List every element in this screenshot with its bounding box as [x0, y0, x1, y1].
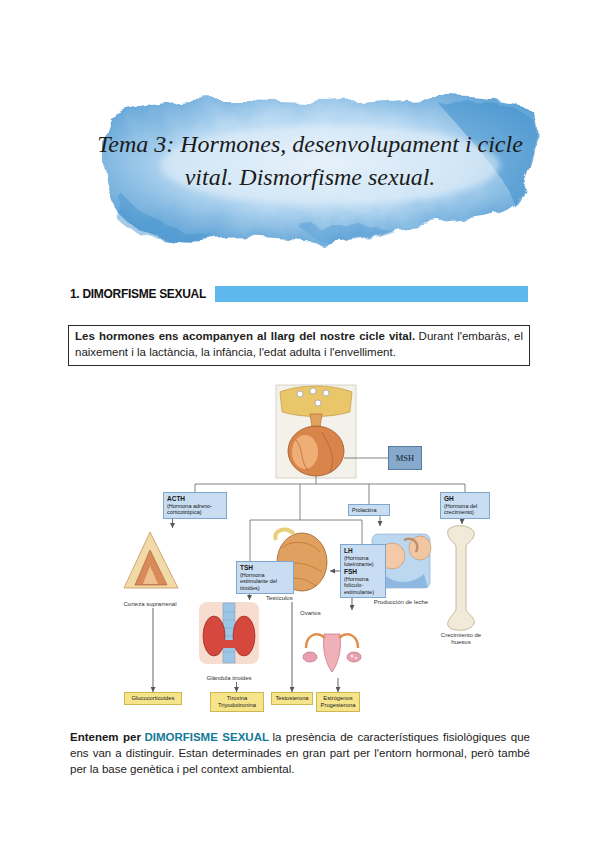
node-text: Triyodotironina	[213, 702, 261, 709]
ovary-illustration	[303, 634, 361, 672]
node-text: GH	[444, 495, 486, 503]
node-text: Crecimiento de huesos	[438, 632, 484, 646]
pituitary-illustration	[276, 385, 356, 478]
connector-arrow	[249, 594, 250, 600]
node-text: Progesterona	[319, 702, 357, 709]
node-text: (Hormona estimulante del tiroides)	[240, 572, 290, 591]
node-text: Corteza suprarrenal	[118, 601, 182, 608]
connector-arrow	[172, 519, 173, 528]
paragraph-lead: Entenem per	[70, 731, 141, 743]
node-text: (Hormona folículo-estimulante)	[344, 576, 382, 595]
highlighted-term: DIMORFISME SEXUAL	[144, 731, 269, 743]
connector-arrow	[352, 598, 353, 610]
paragraph: Entenem perDIMORFISME SEXUALla presència…	[70, 729, 530, 777]
node-text: ACTH	[167, 495, 223, 503]
node-text: LH	[344, 547, 382, 555]
organ-panel: Ovarios	[300, 610, 364, 678]
node-text: Ovarios	[300, 610, 364, 617]
product-box: TiroxinaTriyodotironina	[210, 692, 264, 712]
organ-panel: Corteza suprarrenal	[118, 528, 182, 608]
node-text: (Hormona del crecimiento)	[444, 503, 486, 516]
organ-panel: Glándula tiroides	[195, 600, 263, 682]
text-box: Les hormones ens acompanyen al llarg del…	[68, 325, 530, 366]
hormone-box: GH(Hormona del crecimiento)	[440, 492, 490, 519]
node-text: Estrógenos	[319, 695, 357, 702]
section-bar	[215, 286, 528, 302]
node-text: Les hormones ens acompanyen al llarg del…	[75, 330, 415, 342]
connector-arrow	[153, 608, 154, 692]
bone-illustration	[448, 526, 475, 631]
connector-arrow	[462, 519, 463, 524]
node-text: Testículos	[266, 595, 330, 602]
hormone-box: MSH	[388, 446, 422, 470]
product-box: Testosterona	[271, 692, 313, 705]
hormone-box: LH(Hormona luteinizante)FSH(Hormona folí…	[340, 544, 386, 598]
node-text: Prolactina	[352, 507, 386, 513]
node-text: MSH	[396, 453, 414, 463]
adrenal-illustration	[124, 532, 178, 588]
page-title: Tema 3: Hormones, desenvolupament i cicl…	[95, 128, 525, 194]
organ-panel: Crecimiento de huesos	[438, 524, 484, 646]
node-text: (Hormona luteinizante)	[344, 555, 382, 568]
node-text: Testosterona	[274, 695, 310, 702]
node-text: Glándula tiroides	[195, 675, 263, 682]
thyroid-illustration	[199, 602, 259, 664]
product-box: EstrógenosProgesterona	[316, 692, 360, 712]
hormone-box: TSH(Hormona estimulante del tiroides)	[236, 561, 294, 594]
leader-lines	[195, 458, 465, 561]
product-box: Glucocorticoides	[124, 692, 182, 705]
node-text: Tiroxina	[213, 695, 261, 702]
organ-panel: Testículos	[266, 526, 330, 602]
connector-arrow	[380, 516, 381, 526]
node-text: TSH	[240, 564, 290, 572]
connector-arrow	[236, 682, 237, 692]
connector-arrow	[338, 678, 339, 692]
organ-panel: Producción de leche	[370, 526, 432, 606]
node-text: Glucocorticoides	[127, 695, 179, 702]
node-text: (Hormona adreno-corticotrópica)	[167, 503, 223, 516]
connector-arrow	[292, 602, 293, 692]
hormone-box: Prolactina	[348, 504, 390, 516]
connector-arrow	[330, 571, 340, 572]
node-text: FSH	[344, 568, 382, 576]
section-heading: 1. DIMORFISME SEXUAL	[70, 287, 206, 301]
node-text: Producción de leche	[370, 599, 432, 606]
hormone-box: ACTH(Hormona adreno-corticotrópica)	[163, 492, 227, 519]
